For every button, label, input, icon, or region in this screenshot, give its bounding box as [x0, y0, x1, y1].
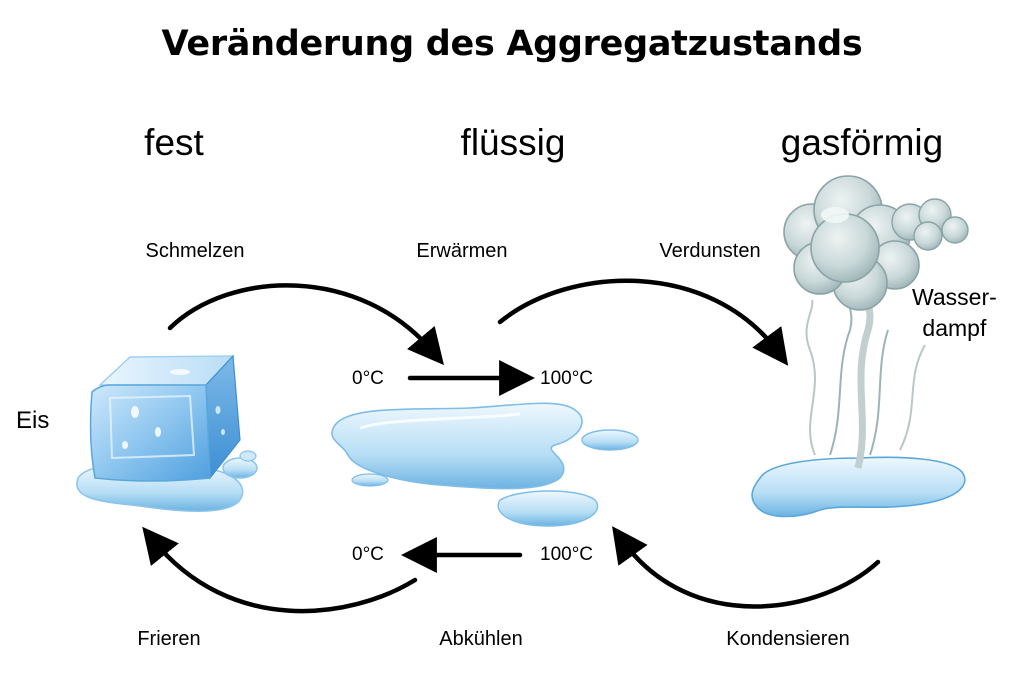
state-label-liquid: flüssig	[460, 122, 566, 163]
process-label-cooling: Abkühlen	[439, 628, 523, 650]
arrow-melting	[167, 283, 445, 366]
arrows-group	[142, 278, 881, 614]
ice-label: Eis	[16, 407, 50, 434]
state-label-gas: gasförmig	[780, 122, 944, 163]
temperature-label-bottom-right: 100°C	[540, 544, 594, 565]
ice-cube-illustration	[76, 354, 258, 513]
water-puddle-illustration	[331, 402, 639, 527]
steam-label: Wasser- dampf	[912, 282, 997, 344]
state-label-solid: fest	[144, 122, 204, 163]
temperature-label-top-right: 100°C	[540, 368, 594, 389]
process-label-freezing: Frieren	[137, 628, 201, 650]
arrow-freezing	[142, 526, 418, 614]
process-label-melting: Schmelzen	[145, 240, 245, 262]
process-label-evaporating: Verdunsten	[659, 240, 761, 262]
arrow-evaporating	[497, 278, 789, 366]
temperature-label-bottom-left: 0°C	[352, 544, 384, 565]
process-label-condensing: Kondensieren	[726, 628, 850, 650]
diagram-title: Veränderung des Aggregatzustands	[161, 24, 863, 64]
temperature-label-top-left: 0°C	[352, 368, 384, 389]
arrow-condensing	[612, 526, 881, 609]
steam-label-line-2: dampf	[922, 315, 987, 341]
steam-label-line-1: Wasser-	[912, 284, 997, 310]
steam-cloud-illustration	[751, 175, 969, 518]
process-label-warming: Erwärmen	[416, 240, 508, 262]
